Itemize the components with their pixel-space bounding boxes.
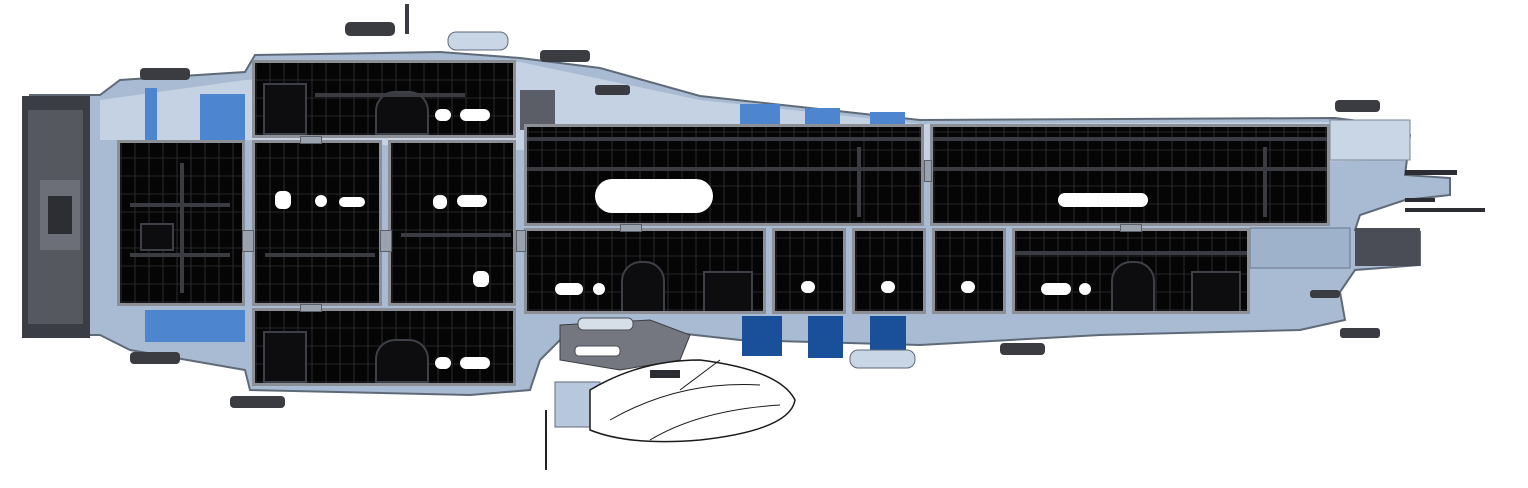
door[interactable]: [620, 224, 642, 232]
door[interactable]: [300, 136, 322, 144]
room-center-b[interactable]: [388, 140, 516, 306]
room-mid-a[interactable]: [524, 228, 766, 314]
room-mid-b[interactable]: [772, 228, 846, 314]
room-mid-d[interactable]: [932, 228, 1006, 314]
door[interactable]: [300, 304, 322, 312]
room-upper-corridor-b[interactable]: [930, 124, 1330, 226]
room-lower-left[interactable]: [252, 308, 516, 386]
door[interactable]: [242, 230, 254, 252]
room-mid-e[interactable]: [1012, 228, 1250, 314]
door[interactable]: [380, 230, 392, 252]
room-upper-corridor-a[interactable]: [524, 124, 924, 226]
door[interactable]: [516, 230, 526, 252]
room-left-aft[interactable]: [117, 140, 245, 306]
door[interactable]: [924, 160, 932, 182]
door[interactable]: [1120, 224, 1142, 232]
room-center-a[interactable]: [252, 140, 382, 306]
room-mid-c[interactable]: [852, 228, 926, 314]
room-upper-left[interactable]: [252, 60, 516, 138]
